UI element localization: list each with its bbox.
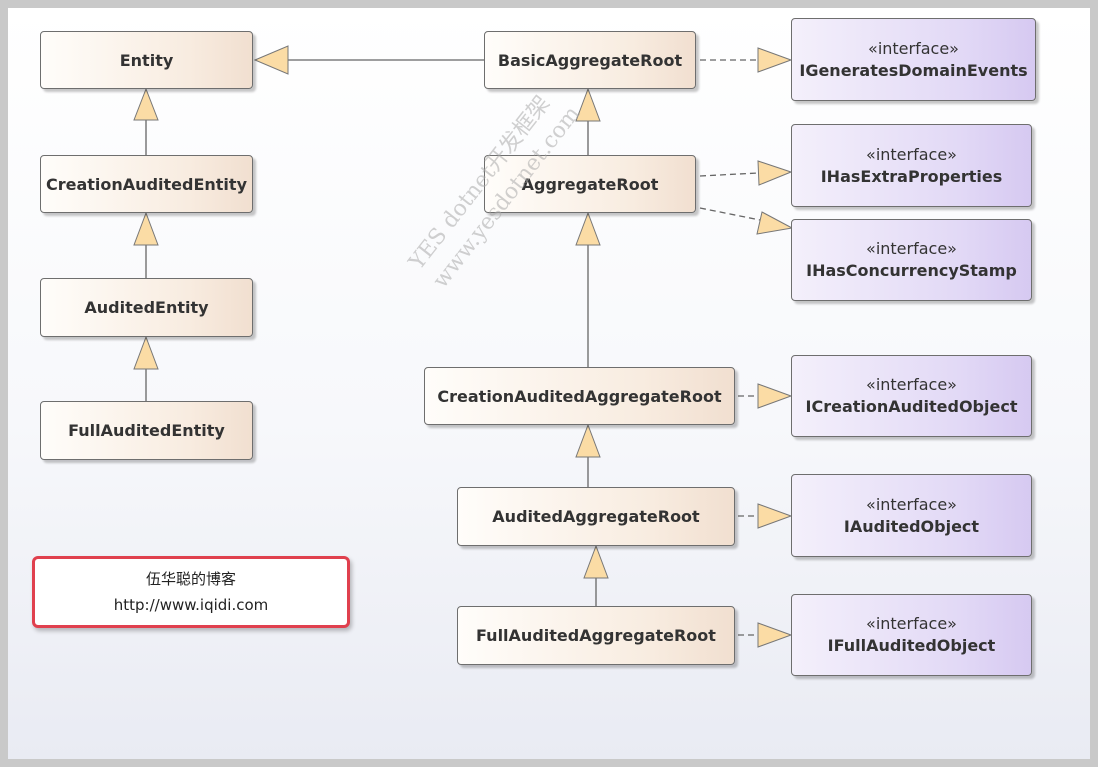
- interface-ihasextraproperties-label: IHasExtraProperties: [820, 166, 1003, 186]
- interface-stereotype: «interface»: [866, 494, 957, 514]
- interface-iauditedobject[interactable]: «interface» IAuditedObject: [791, 474, 1032, 557]
- interface-ifullauditedobject[interactable]: «interface» IFullAuditedObject: [791, 594, 1032, 676]
- class-audited-aggregate-root-label: AuditedAggregateRoot: [492, 507, 700, 526]
- diagram-canvas: Entity CreationAuditedEntity AuditedEnti…: [8, 8, 1090, 759]
- interface-igeneratesdomainevents[interactable]: «interface» IGeneratesDomainEvents: [791, 18, 1036, 101]
- class-audited-entity[interactable]: AuditedEntity: [40, 278, 253, 337]
- class-creation-audited-aggregate-root-label: CreationAuditedAggregateRoot: [437, 386, 722, 406]
- edge-aggregate-root-realizes-ihasextraproperties: [699, 160, 793, 186]
- relationship-lines: [133, 45, 794, 648]
- class-full-audited-aggregate-root-label: FullAuditedAggregateRoot: [476, 626, 716, 645]
- class-creation-audited-aggregate-root[interactable]: CreationAuditedAggregateRoot: [424, 367, 735, 425]
- class-creation-audited-entity[interactable]: CreationAuditedEntity: [40, 155, 253, 213]
- class-basic-aggregate-root[interactable]: BasicAggregateRoot: [484, 31, 696, 89]
- interface-igeneratesdomainevents-label: IGeneratesDomainEvents: [799, 60, 1028, 80]
- edge-basic-aggregate-root-realizes-igeneratesdomainevents: [700, 47, 793, 73]
- blog-info-box: 伍华聪的博客 http://www.iqidi.com: [32, 556, 350, 628]
- edge-aggregate-root-to-basic-aggregate-root: [575, 87, 601, 155]
- blog-url[interactable]: http://www.iqidi.com: [113, 596, 269, 614]
- interface-stereotype: «interface»: [866, 144, 957, 164]
- interface-ifullauditedobject-label: IFullAuditedObject: [827, 636, 996, 655]
- edge-creation-audited-entity-to-entity: [133, 87, 159, 155]
- class-aggregate-root-label: AggregateRoot: [521, 174, 659, 194]
- class-entity-label: Entity: [119, 50, 174, 70]
- edge-basic-aggregate-root-to-entity: [253, 45, 484, 75]
- edge-aggregate-root-realizes-ihasconcurrencystamp: [699, 207, 794, 235]
- class-creation-audited-entity-label: CreationAuditedEntity: [46, 174, 247, 194]
- class-full-audited-entity[interactable]: FullAuditedEntity: [40, 401, 253, 460]
- class-basic-aggregate-root-label: BasicAggregateRoot: [497, 50, 683, 70]
- edge-full-audited-aggregate-root-to-audited-aggregate-root: [583, 544, 609, 606]
- class-audited-aggregate-root[interactable]: AuditedAggregateRoot: [457, 487, 735, 546]
- edge-creation-audited-aggregate-root-realizes-icreationauditedobject: [738, 383, 793, 409]
- edge-full-audited-aggregate-root-realizes-ifullauditedobject: [738, 622, 793, 648]
- interface-stereotype: «interface»: [866, 375, 957, 394]
- interface-ihasconcurrencystamp[interactable]: «interface» IHasConcurrencyStamp: [791, 219, 1032, 301]
- interface-stereotype: «interface»: [868, 38, 959, 58]
- edge-full-audited-entity-to-audited-entity: [133, 335, 159, 401]
- edge-audited-aggregate-root-to-creation-audited-aggregate-root: [575, 423, 601, 487]
- class-entity[interactable]: Entity: [40, 31, 253, 89]
- interface-stereotype: «interface»: [866, 239, 957, 258]
- interface-icreationauditedobject-label: ICreationAuditedObject: [805, 397, 1018, 416]
- edge-audited-aggregate-root-realizes-iauditedobject: [738, 503, 793, 529]
- interface-ihasconcurrencystamp-label: IHasConcurrencyStamp: [806, 261, 1017, 280]
- blog-title: 伍华聪的博客: [145, 570, 236, 588]
- class-audited-entity-label: AuditedEntity: [84, 298, 209, 317]
- interface-stereotype: «interface»: [866, 614, 957, 633]
- class-full-audited-entity-label: FullAuditedEntity: [68, 421, 225, 440]
- interface-iauditedobject-label: IAuditedObject: [843, 516, 980, 536]
- interface-icreationauditedobject[interactable]: «interface» ICreationAuditedObject: [791, 355, 1032, 437]
- interface-ihasextraproperties[interactable]: «interface» IHasExtraProperties: [791, 124, 1032, 207]
- class-full-audited-aggregate-root[interactable]: FullAuditedAggregateRoot: [457, 606, 735, 665]
- edge-creation-audited-aggregate-root-to-aggregate-root: [575, 211, 601, 367]
- edge-audited-entity-to-creation-audited-entity: [133, 211, 159, 278]
- class-aggregate-root[interactable]: AggregateRoot: [484, 155, 696, 213]
